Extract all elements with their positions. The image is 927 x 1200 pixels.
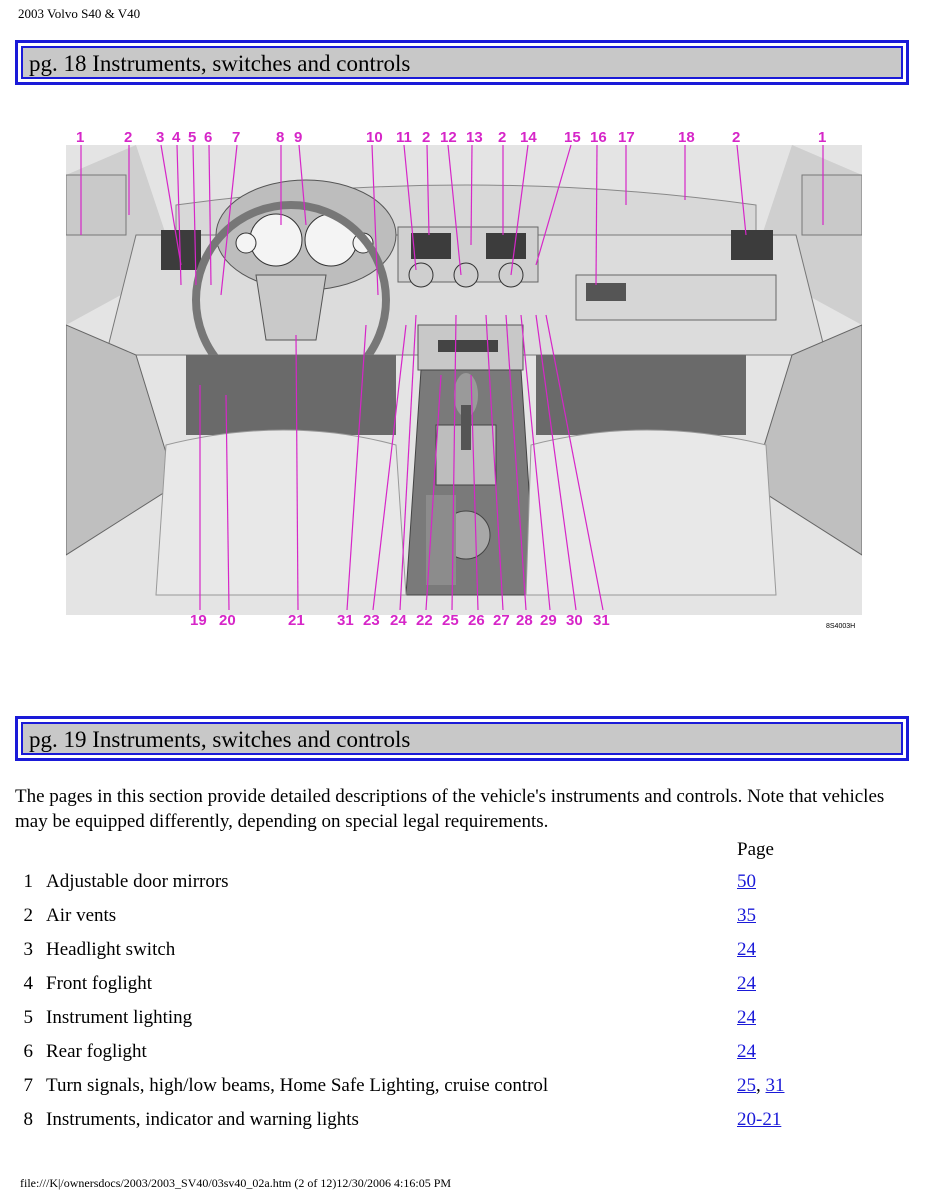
item-number: 2 [23,905,34,926]
callout-11: 11 [396,129,412,146]
document-title: 2003 Volvo S40 & V40 [18,6,141,21]
item-label: Rear foglight [46,1041,147,1062]
callout-31b: 31 [593,612,610,629]
item-label: Air vents [46,905,117,926]
item-number: 3 [23,939,34,960]
callout-28: 28 [516,612,533,629]
callout-5: 5 [188,129,196,146]
item-label: Instrument lighting [46,1007,193,1028]
item-number: 8 [23,1109,34,1130]
list-item: 6 Rear foglight 24 [15,1037,915,1071]
callout-27: 27 [493,612,510,629]
list-item: 3 Headlight switch 24 [15,935,915,969]
callout-2: 2 [124,129,132,146]
item-number: 1 [23,871,34,892]
page-link[interactable]: 24 [737,973,756,994]
section-header-pg18: pg. 18 Instruments, switches and control… [15,40,909,85]
section-title: pg. 18 Instruments, switches and control… [21,46,903,79]
item-number: 5 [23,1007,34,1028]
callout-13: 13 [466,129,483,146]
page-separator: , [756,1075,766,1096]
callout-2b: 2 [422,129,430,146]
section-header-pg19: pg. 19 Instruments, switches and control… [15,716,909,761]
page-link[interactable]: 24 [737,1041,756,1062]
callout-3: 3 [156,129,164,146]
page-link[interactable]: 25 [737,1075,756,1096]
callout-8: 8 [276,129,284,146]
callout-7: 7 [232,129,240,146]
bottom-callouts: 19 20 21 31 23 24 22 25 26 27 28 29 30 3… [190,612,610,629]
callout-30: 30 [566,612,583,629]
section-title: pg. 19 Instruments, switches and control… [21,722,903,755]
dashboard-illustration: 1 2 3 4 5 6 7 8 9 10 11 2 12 13 2 14 15 … [66,129,862,630]
item-label: Adjustable door mirrors [46,871,229,892]
list-item: 4 Front foglight 24 [15,969,915,1003]
list-item: 7 Turn signals, high/low beams, Home Saf… [15,1071,915,1105]
callout-6: 6 [204,129,212,146]
item-label: Front foglight [46,973,153,994]
callout-14: 14 [520,129,537,146]
page-link[interactable]: 20-21 [737,1109,782,1130]
page-link[interactable]: 50 [737,871,756,892]
list-item: 2 Air vents 35 [15,901,915,935]
callout-16: 16 [590,129,607,146]
callout-2d: 2 [732,129,740,146]
item-label: Turn signals, high/low beams, Home Safe … [46,1075,549,1096]
page-link[interactable]: 24 [737,939,756,960]
list-item: 8 Instruments, indicator and warning lig… [15,1105,915,1139]
footer-file-path: file:///K|/ownersdocs/2003/2003_SV40/03s… [20,1176,452,1190]
controls-list: 1 Adjustable door mirrors 50 2 Air vents… [15,867,915,1139]
callout-17: 17 [618,129,635,146]
item-label: Instruments, indicator and warning light… [46,1109,359,1130]
callout-15: 15 [564,129,581,146]
callout-25: 25 [442,612,459,629]
item-number: 7 [23,1075,34,1096]
top-callouts: 1 2 3 4 5 6 7 8 9 10 11 2 12 13 2 14 15 … [76,129,826,146]
callout-24: 24 [390,612,407,629]
callout-22: 22 [416,612,433,629]
list-item: 5 Instrument lighting 24 [15,1003,915,1037]
item-number: 4 [23,973,34,994]
callout-1: 1 [76,129,84,146]
callout-26: 26 [468,612,485,629]
intro-paragraph: The pages in this section provide detail… [15,786,885,832]
list-item: 1 Adjustable door mirrors 50 [15,867,915,901]
figure-code: 8S4003H [826,623,855,630]
callout-19: 19 [190,612,207,629]
callout-29: 29 [540,612,557,629]
callout-10: 10 [366,129,383,146]
callout-23: 23 [363,612,380,629]
callout-21: 21 [288,612,305,629]
callout-20: 20 [219,612,236,629]
page-link[interactable]: 31 [765,1075,785,1096]
callout-9: 9 [294,129,302,146]
callout-4: 4 [172,129,181,146]
callout-1b: 1 [818,129,826,146]
callout-18: 18 [678,129,695,146]
page-link[interactable]: 24 [737,1007,756,1028]
callout-2c: 2 [498,129,506,146]
page-link[interactable]: 35 [737,905,756,926]
item-number: 6 [23,1041,34,1062]
item-label: Headlight switch [46,939,176,960]
callout-12: 12 [440,129,457,146]
callout-31: 31 [337,612,354,629]
page-column-header: Page [737,839,774,860]
